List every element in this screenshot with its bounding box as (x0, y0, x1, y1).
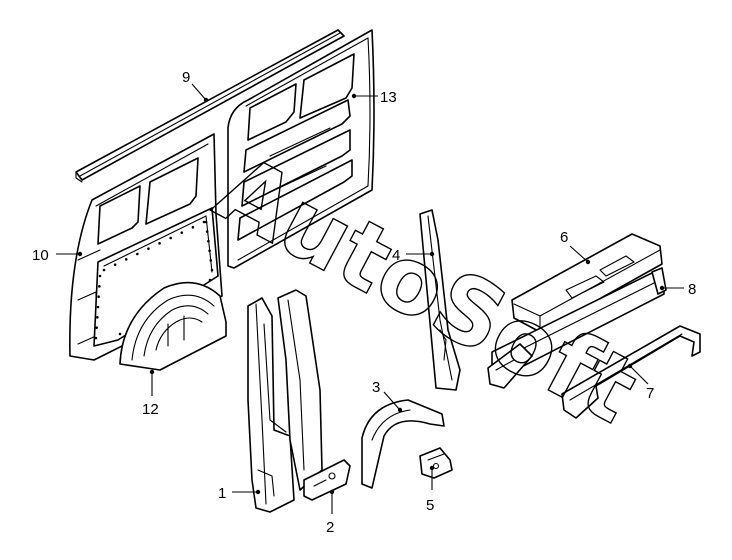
rivet (209, 259, 213, 262)
callout-4: 4 (392, 247, 435, 264)
callout-label-1: 1 (218, 485, 226, 502)
callout-label-3: 3 (372, 379, 380, 396)
callout-label-9: 9 (182, 69, 190, 86)
callout-13: 13 (351, 89, 397, 106)
callout-2: 2 (326, 489, 334, 536)
callout-label-12: 12 (142, 401, 159, 418)
rivet (95, 326, 98, 329)
callout-label-4: 4 (392, 247, 400, 264)
center-pillar (277, 289, 323, 491)
rivet (158, 242, 161, 245)
rivet (118, 332, 122, 336)
rivet (94, 336, 98, 340)
rivet (136, 252, 139, 256)
part-12-wheel-arch (119, 281, 227, 371)
rivet (98, 274, 102, 278)
callout-6: 6 (560, 229, 591, 265)
rivet (208, 249, 211, 253)
callout-12: 12 (142, 369, 159, 418)
part-6-floor-section (511, 233, 663, 333)
callout-5: 5 (426, 465, 434, 514)
callout-label-2: 2 (326, 519, 334, 536)
part-1-front-pillar (247, 297, 295, 513)
part-4-rear-pillar (419, 209, 461, 391)
rivet (96, 305, 100, 309)
callout-8: 8 (659, 281, 696, 298)
callout-label-10: 10 (32, 247, 49, 264)
part-2-plate (303, 459, 351, 501)
rivet (147, 247, 150, 250)
part-13-side-frame-rear (227, 29, 375, 269)
rivet (98, 285, 101, 288)
callout-10: 10 (32, 247, 83, 264)
rivet (202, 220, 206, 224)
callout-7: 7 (627, 363, 654, 402)
part-9-roof-rail (75, 29, 345, 183)
part-7-lower-rail (561, 325, 701, 419)
part-3-arch-brace (361, 399, 445, 489)
callout-label-8: 8 (688, 281, 696, 298)
rivet (191, 226, 195, 229)
rivet (207, 239, 210, 243)
callout-label-13: 13 (380, 89, 397, 106)
callout-1: 1 (218, 485, 261, 502)
rivet (124, 258, 128, 261)
rivet (208, 278, 212, 282)
rivet (169, 236, 172, 240)
rivet (102, 268, 106, 272)
rivet (180, 231, 184, 234)
rivet (113, 263, 117, 266)
rivet (204, 220, 208, 224)
rivet (205, 230, 209, 233)
callout-label-7: 7 (646, 385, 654, 402)
callout-label-5: 5 (426, 497, 434, 514)
rivet (210, 268, 214, 272)
callout-3: 3 (372, 379, 403, 413)
part-5-bracket (419, 447, 453, 479)
callout-label-6: 6 (560, 229, 568, 246)
callout-9: 9 (182, 69, 209, 103)
rivet (97, 295, 100, 298)
rivet (96, 316, 99, 319)
sill-rail (487, 271, 665, 389)
